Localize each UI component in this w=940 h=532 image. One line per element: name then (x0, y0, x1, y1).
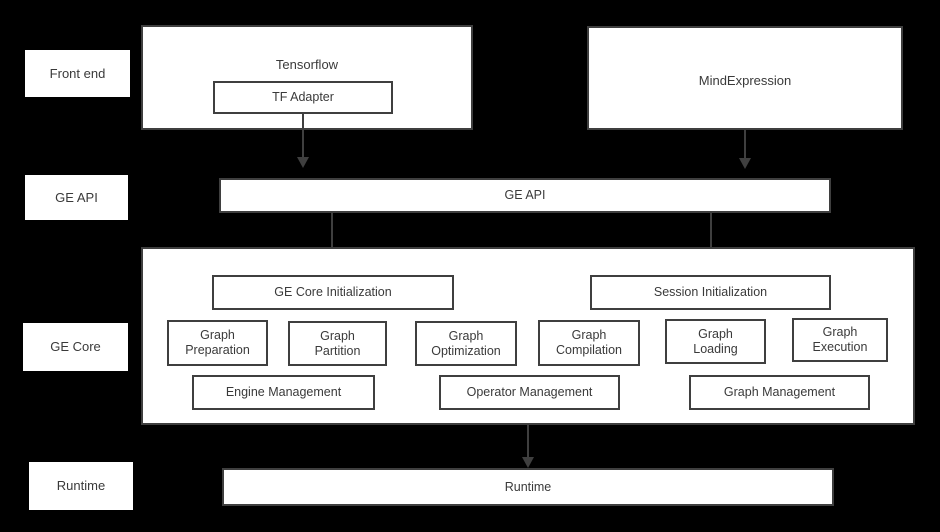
graph-preparation-label: Graph Preparation (185, 328, 250, 357)
connector-ge-core-to-runtime-line (527, 425, 529, 459)
mindexpression-panel-title: MindExpression (698, 73, 792, 88)
connector-mindexpression-to-ge-api-arrow (739, 158, 751, 169)
mindexpression-panel[interactable]: MindExpression (587, 26, 903, 130)
tf-adapter-label: TF Adapter (272, 90, 334, 105)
graph-loading-label: Graph Loading (693, 326, 738, 356)
layer-label-runtime: Runtime (29, 462, 133, 510)
engine-management-node[interactable]: Engine Management (192, 375, 375, 410)
graph-partition-label: Graph Partition (314, 328, 361, 358)
layer-label-ge-api: GE API (25, 175, 128, 220)
tensorflow-panel-title: Tensorflow (275, 57, 339, 72)
session-initialization-label: Session Initialization (653, 285, 768, 300)
ge-api-bar[interactable]: GE API (219, 178, 831, 213)
graph-optimization-node[interactable]: Graph Optimization (415, 321, 517, 366)
connector-tf-adapter-to-ge-api-arrow (297, 157, 309, 168)
layer-label-text: GE Core (50, 339, 101, 355)
graph-partition-node[interactable]: Graph Partition (288, 321, 387, 366)
connector-mindexpression-to-ge-api-line (744, 130, 746, 160)
connector-ge-api-to-session-init-line (710, 213, 712, 252)
layer-label-text: Runtime (56, 478, 106, 494)
graph-execution-label: Graph Execution (812, 325, 868, 354)
tf-adapter-node[interactable]: TF Adapter (213, 81, 393, 114)
ge-core-initialization-label: GE Core Initialization (274, 285, 392, 300)
graph-execution-node[interactable]: Graph Execution (792, 318, 888, 362)
connector-ge-core-to-runtime-arrow (522, 457, 534, 468)
connector-tf-adapter-to-ge-api-line (302, 114, 304, 159)
graph-management-node[interactable]: Graph Management (689, 375, 870, 410)
runtime-bar-label: Runtime (504, 479, 552, 494)
graph-optimization-label: Graph Optimization (431, 328, 501, 358)
tensorflow-panel[interactable]: Tensorflow (141, 25, 473, 130)
operator-management-node[interactable]: Operator Management (439, 375, 620, 410)
session-initialization-node[interactable]: Session Initialization (590, 275, 831, 310)
operator-management-label: Operator Management (466, 385, 593, 400)
graph-management-label: Graph Management (723, 385, 836, 400)
layer-label-text: Front end (49, 65, 106, 81)
graph-compilation-node[interactable]: Graph Compilation (538, 320, 640, 366)
connector-ge-api-to-ge-core-init-line (331, 213, 333, 252)
graph-preparation-node[interactable]: Graph Preparation (167, 320, 268, 366)
graph-loading-node[interactable]: Graph Loading (665, 319, 766, 364)
ge-core-initialization-node[interactable]: GE Core Initialization (212, 275, 454, 310)
layer-label-ge-core: GE Core (23, 323, 128, 371)
layer-label-text: GE API (55, 189, 98, 205)
ge-api-bar-label: GE API (504, 188, 546, 203)
engine-management-label: Engine Management (225, 385, 342, 400)
runtime-bar[interactable]: Runtime (222, 468, 834, 506)
layer-label-front-end: Front end (25, 50, 130, 97)
graph-compilation-label: Graph Compilation (555, 328, 622, 357)
